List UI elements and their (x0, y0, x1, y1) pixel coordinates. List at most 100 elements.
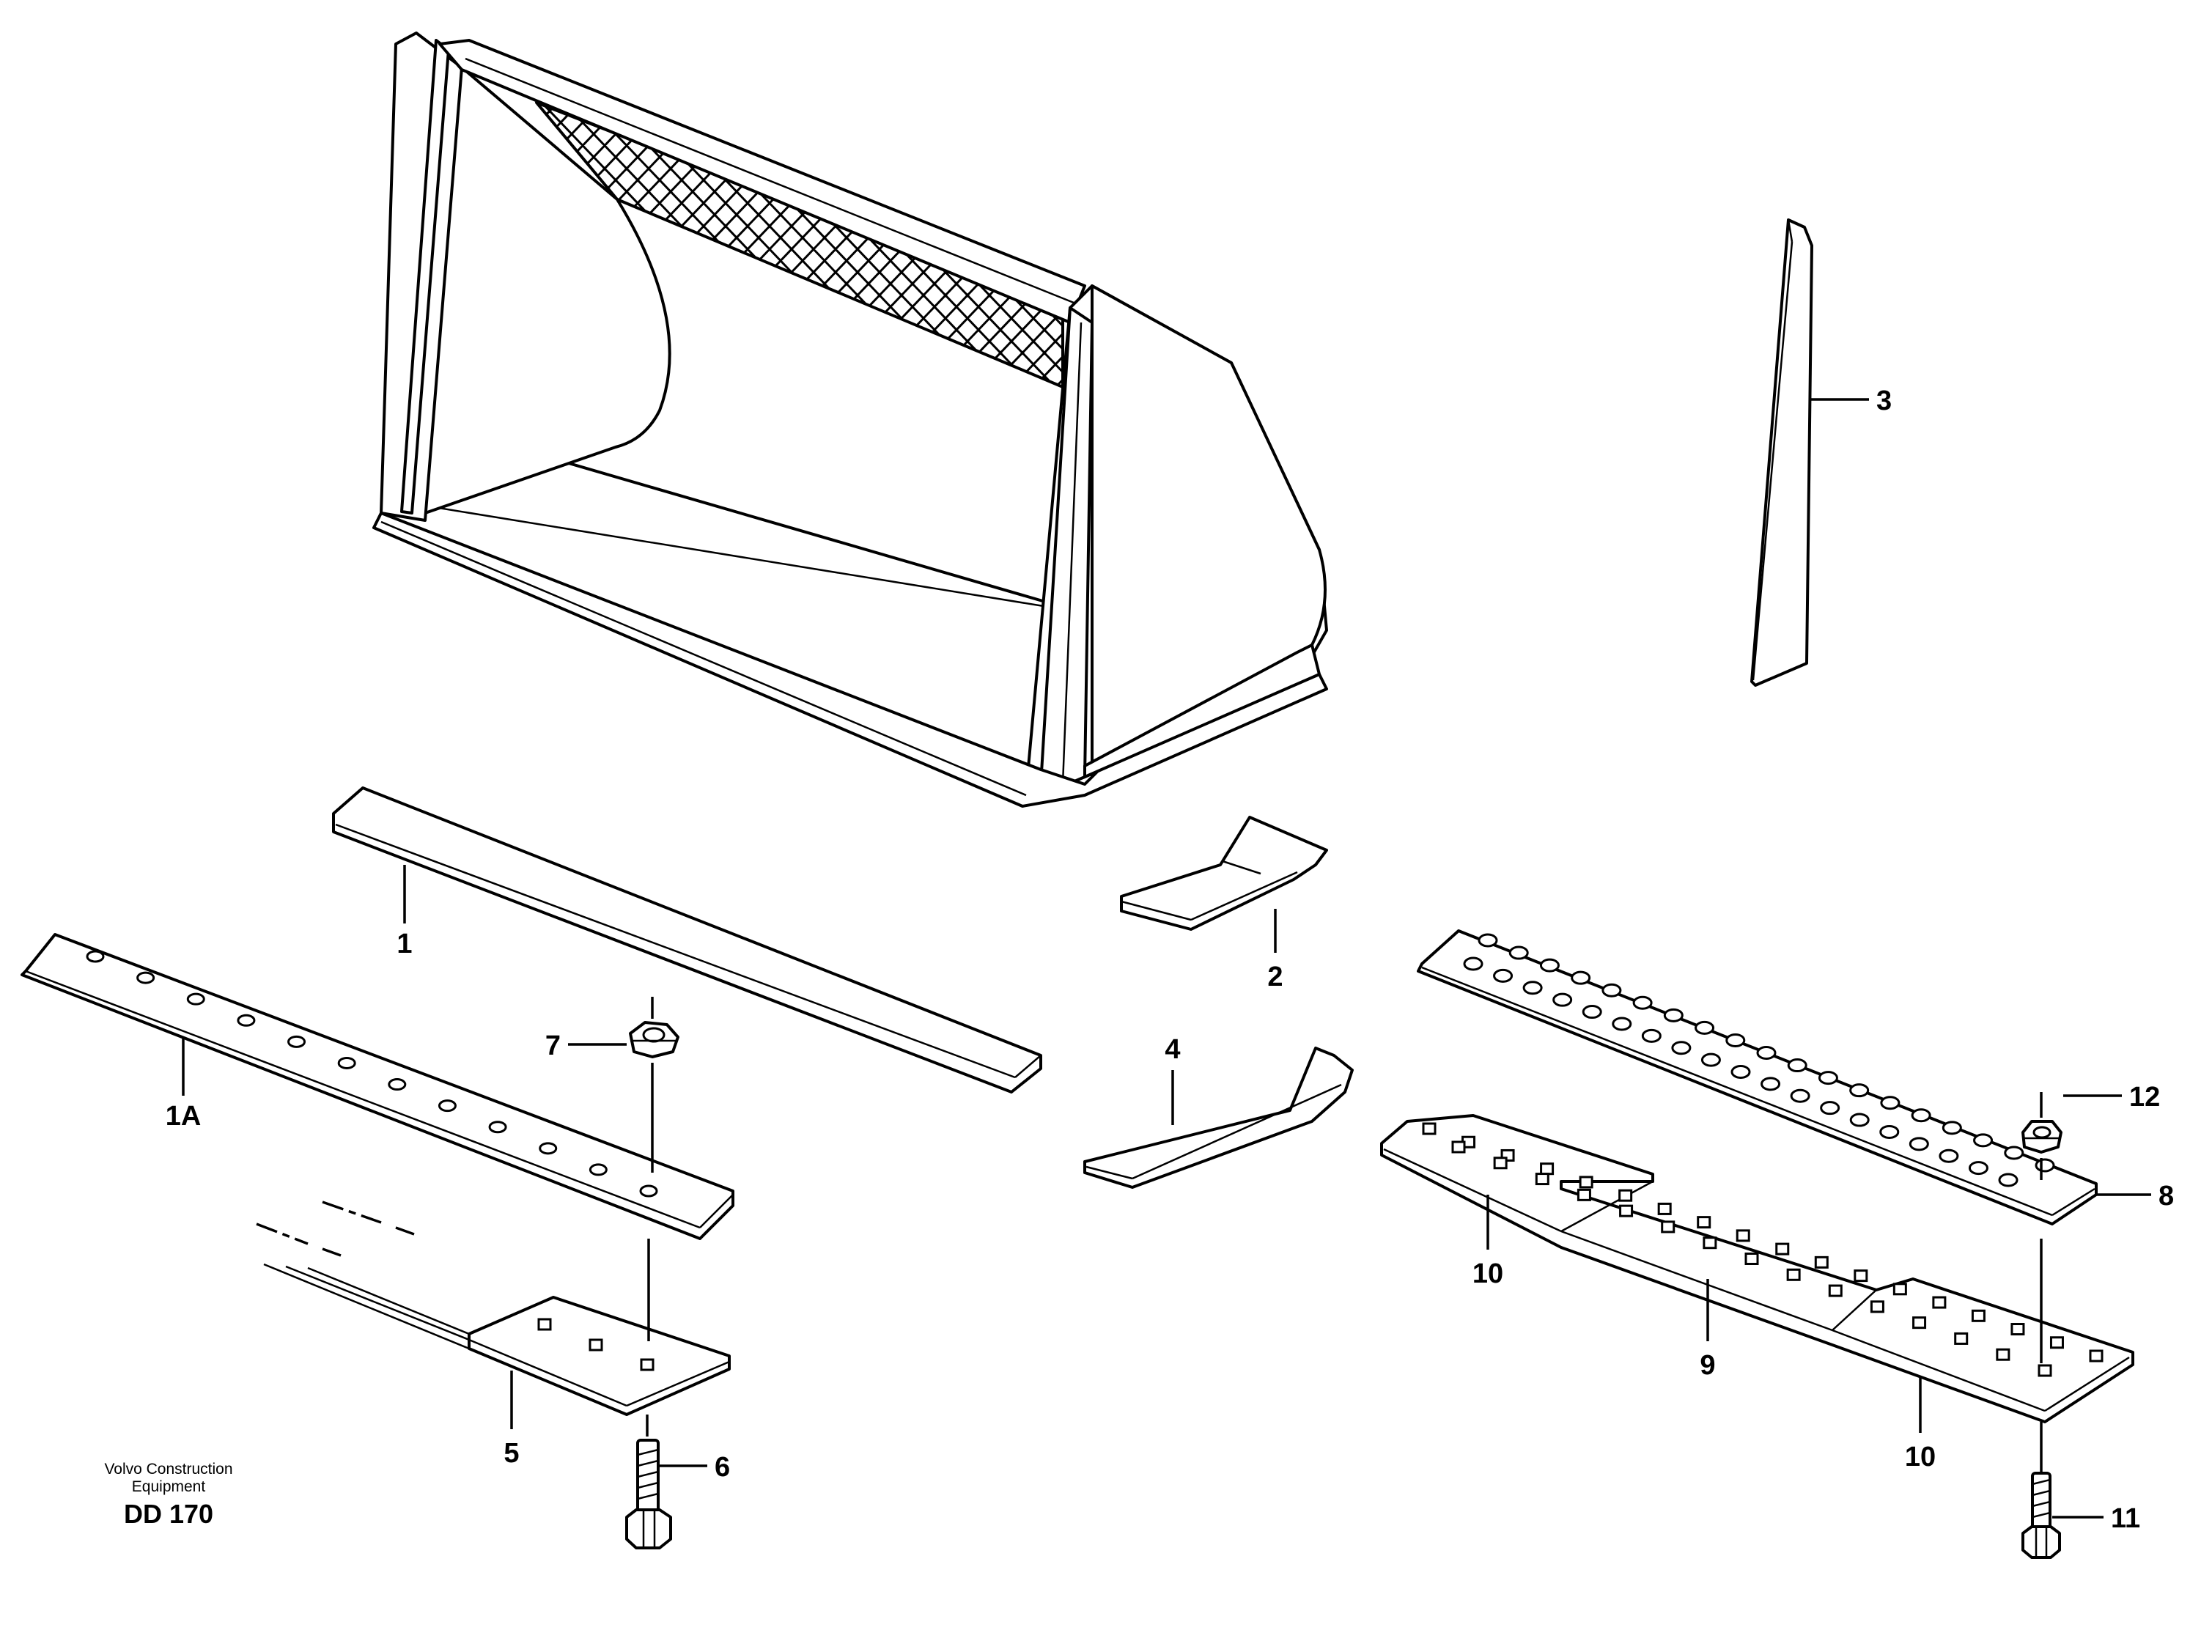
callout-1: 1 (397, 929, 412, 959)
bolt-hole (1571, 970, 1591, 985)
brand-line-2: Equipment (132, 1478, 206, 1495)
callout-9: 9 (1700, 1350, 1715, 1381)
square-bolt-hole (2049, 1336, 2064, 1349)
square-bolt-hole (1661, 1220, 1675, 1234)
side-strip-part-4 (1083, 1047, 1354, 1189)
callout-4: 4 (1165, 1034, 1180, 1065)
bolt-hole (1632, 995, 1653, 1010)
callout-11: 11 (2111, 1503, 2140, 1534)
bolt-hole (1973, 1133, 1994, 1148)
callout-leaders (182, 398, 2151, 1519)
nut-part-7 (629, 997, 679, 1058)
corner-plate-part-2 (1120, 816, 1328, 931)
bolt-hole (488, 1121, 507, 1134)
callout-7: 7 (545, 1030, 561, 1061)
square-bolt-hole (2010, 1323, 2025, 1336)
bolt-hole (1671, 1041, 1692, 1055)
bolt-hole (287, 1035, 306, 1048)
square-bolt-hole (2038, 1364, 2052, 1377)
square-bolt-hole (1744, 1253, 1759, 1265)
bolt-hole (1539, 958, 1560, 973)
bolt-hole (589, 1163, 608, 1176)
bolt-hole (86, 950, 105, 963)
edge-8-bolt-holes (1463, 933, 2055, 1187)
cutting-edge-part-1 (332, 786, 1042, 1094)
segment-edge-part-5 (256, 1201, 731, 1416)
bolt-hole (1601, 983, 1622, 998)
bolt-hole (639, 1184, 658, 1198)
square-bolt-hole (1828, 1284, 1843, 1297)
square-bolt-hole (1786, 1268, 1801, 1281)
square-bolt-hole (1814, 1255, 1829, 1269)
callout-8: 8 (2158, 1181, 2174, 1212)
bolt-hole (539, 1142, 558, 1155)
bolt-hole (1493, 968, 1514, 983)
segment-5-hole (640, 1358, 655, 1371)
bolt-hole (1879, 1124, 1900, 1139)
square-bolt-hole (1493, 1157, 1508, 1170)
edge-1a-bolt-holes (86, 950, 658, 1198)
side-edge-strip-part-3 (1750, 218, 1813, 687)
bolt-hole (1939, 1148, 1959, 1163)
square-bolt-hole (1451, 1140, 1466, 1154)
square-bolt-hole (1540, 1162, 1555, 1176)
bolt-hole (1582, 1005, 1602, 1019)
square-bolt-hole (1422, 1122, 1437, 1135)
bolt-hole (1761, 1077, 1781, 1091)
bolt-hole (1522, 981, 1543, 995)
segment-5-dashes (256, 1201, 415, 1257)
callout-12: 12 (2129, 1082, 2160, 1113)
bolt-hole (1849, 1113, 1870, 1127)
square-bolt-hole (1954, 1332, 1969, 1345)
callout-10-right: 10 (1905, 1442, 1936, 1472)
bolt-hole (1478, 933, 1498, 948)
callout-5: 5 (504, 1438, 519, 1469)
bolt-hole (388, 1078, 407, 1091)
callout-1a: 1A (166, 1101, 202, 1132)
bolt-hole (1463, 956, 1483, 971)
bolt-hole (2004, 1146, 2024, 1160)
square-bolt-hole (1854, 1269, 1868, 1283)
bolt-hole (1552, 992, 1573, 1007)
segment-5-hole (589, 1338, 603, 1352)
bolt-hole (1998, 1173, 2019, 1187)
callout-6: 6 (715, 1452, 730, 1483)
bolt-hole (1818, 1071, 1838, 1085)
bolt-hole (1700, 1052, 1721, 1067)
bolt-hole (1790, 1088, 1810, 1103)
segment-9-10-holes (1422, 1122, 2104, 1377)
bolt-hole (1725, 1033, 1746, 1047)
bolt-hole (1508, 945, 1529, 960)
bolt-hole (1641, 1028, 1662, 1043)
bolt-part-11 (2021, 1472, 2061, 1559)
bolt-hole (1730, 1065, 1751, 1079)
square-bolt-hole (1912, 1316, 1927, 1330)
bolt-hole (1880, 1096, 1901, 1110)
bolt-hole (1663, 1008, 1684, 1022)
brand-line-1: Volvo Construction (104, 1461, 232, 1478)
drawing-code: DD 170 (124, 1499, 213, 1529)
square-bolt-hole (1619, 1204, 1634, 1217)
bolt-hole (237, 1014, 256, 1027)
square-bolt-hole (1892, 1283, 1907, 1296)
bolt-hole (1968, 1161, 1988, 1176)
bolt-hole (438, 1099, 457, 1113)
bolt-hole (1612, 1017, 1632, 1031)
square-bolt-hole (1870, 1300, 1884, 1313)
square-bolt-hole (1657, 1202, 1672, 1215)
bolt-hole (2035, 1158, 2055, 1173)
callout-10-left: 10 (1472, 1258, 1503, 1289)
bolt-on-edge-part-8 (1417, 929, 2098, 1225)
bolt-hole (136, 971, 155, 984)
square-bolt-hole (1996, 1348, 2010, 1361)
bolt-hole (337, 1056, 356, 1069)
square-bolt-hole (1618, 1189, 1633, 1202)
callout-3: 3 (1876, 386, 1892, 416)
segment-5-hole (537, 1318, 552, 1331)
bolt-hole (1695, 1020, 1715, 1035)
bucket-body (372, 32, 1328, 808)
square-bolt-hole (1932, 1296, 1947, 1309)
bolt-hole (1849, 1083, 1870, 1098)
bolt-hole (1820, 1101, 1840, 1116)
